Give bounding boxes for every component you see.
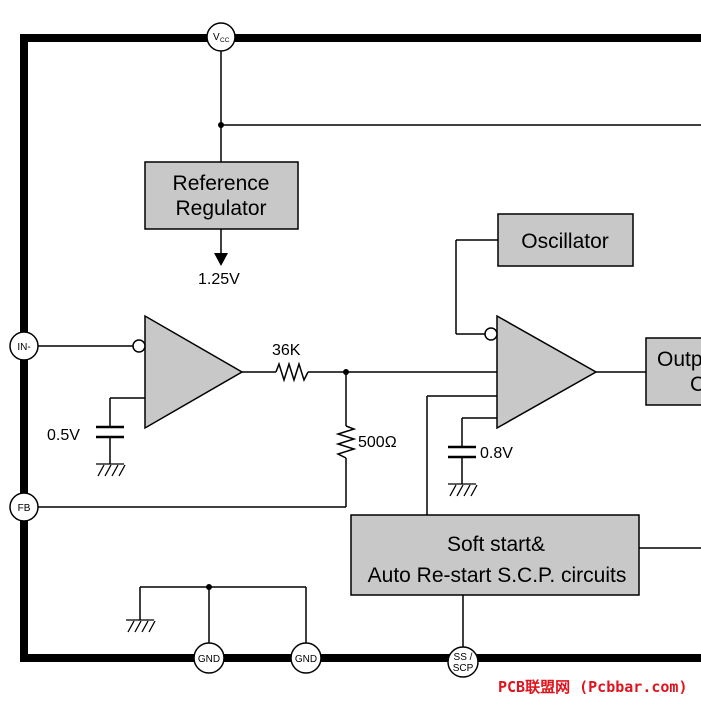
inverting-input-bubble-icon — [132, 339, 146, 353]
error-amplifier — [132, 314, 244, 430]
resistor-500-icon — [335, 425, 357, 459]
vcc-pin-label: V — [213, 32, 220, 43]
pin-fb: FB — [9, 492, 39, 522]
pwm-comparator — [484, 314, 598, 430]
output-label-line2: Circuit — [690, 373, 701, 396]
reference-label-line2: Regulator — [175, 197, 266, 220]
softstart-label-line2: Auto Re-start S.C.P. circuits — [368, 564, 627, 587]
resistor-36k-label: 36K — [272, 342, 301, 359]
ground-left-icon — [96, 463, 126, 477]
gnd-pin-label-2: GND — [295, 654, 317, 665]
output-label-line1: Output — [657, 348, 701, 371]
cap-voltage-right-label: 0.8V — [480, 445, 513, 462]
reference-arrow-icon — [214, 253, 228, 266]
capacitor-right-icon — [448, 445, 476, 459]
vcc-pin-subscript: CC — [220, 37, 230, 44]
cap-voltage-left-label: 0.5V — [47, 427, 80, 444]
pin-gnd-1: GND — [193, 642, 225, 674]
watermark-text: PCB联盟网 (Pcbbar.com) — [498, 678, 688, 696]
gnd-pin-label-1: GND — [198, 654, 220, 665]
capacitor-left-icon — [96, 425, 124, 439]
reference-regulator-block: Reference Regulator — [144, 161, 299, 230]
oscillator-label: Oscillator — [521, 230, 609, 253]
pin-vcc: V CC — [206, 22, 236, 52]
output-circuit-block: Output Circuit — [645, 337, 701, 406]
oscillator-block: Oscillator — [497, 213, 634, 267]
ss-pin-label-line1: SS / — [454, 652, 473, 663]
in-minus-pin-label: IN- — [17, 342, 30, 353]
resistor-36k-icon — [275, 361, 309, 383]
junction-dots — [206, 122, 349, 590]
oscillator-input-bubble-icon — [484, 327, 498, 341]
pin-in-minus: IN- — [9, 331, 39, 361]
softstart-label-line1: Soft start& — [447, 533, 545, 556]
ground-bottom-icon — [126, 619, 156, 633]
wires — [36, 50, 701, 648]
reference-label-line1: Reference — [173, 172, 270, 195]
ss-pin-label-line2: SCP — [453, 663, 474, 674]
ref-voltage-label: 1.25V — [198, 271, 240, 288]
resistor-500-label: 500Ω — [358, 434, 397, 451]
soft-start-block: Soft start& Auto Re-start S.C.P. circuit… — [350, 514, 640, 596]
ground-right-icon — [448, 483, 478, 497]
pin-gnd-2: GND — [290, 642, 322, 674]
fb-pin-label: FB — [18, 503, 31, 514]
pin-ss-scp: SS / SCP — [447, 646, 479, 678]
